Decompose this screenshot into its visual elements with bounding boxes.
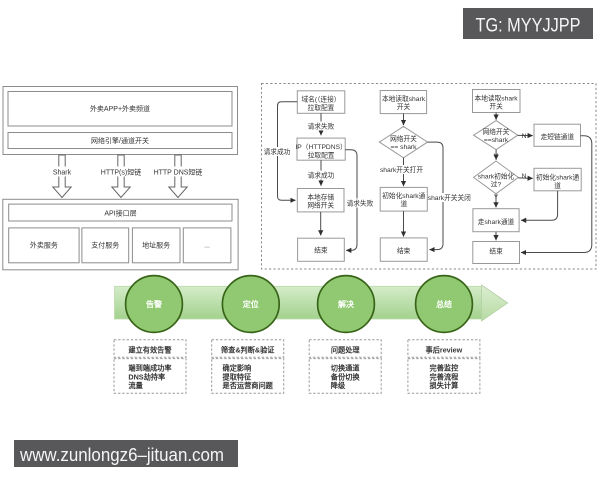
svg-text:请求失败: 请求失败: [308, 122, 335, 131]
svg-text:确定影响: 确定影响: [223, 364, 252, 373]
svg-text:拉取配置: 拉取配置: [308, 150, 335, 159]
svg-text:请求成功: 请求成功: [308, 171, 335, 180]
svg-text:开关: 开关: [397, 102, 411, 111]
svg-text:www.zunlongz6–jituan.com: www.zunlongz6–jituan.com: [19, 444, 224, 465]
svg-text:完善监控: 完善监控: [430, 364, 460, 373]
svg-text:N: N: [522, 173, 527, 180]
svg-text:总结: 总结: [436, 299, 452, 309]
svg-text:建立有效告警: 建立有效告警: [128, 345, 172, 354]
svg-text:==shark: ==shark: [484, 137, 509, 144]
svg-text:DNS劫持率: DNS劫持率: [128, 372, 165, 381]
svg-text:结束: 结束: [489, 247, 503, 256]
svg-text:是否运营商问题: 是否运营商问题: [222, 381, 274, 390]
svg-text:TG: MYYJJPP: TG: MYYJJPP: [476, 15, 581, 36]
svg-text:拉取配置: 拉取配置: [308, 103, 335, 112]
svg-text:Y: Y: [494, 153, 499, 160]
svg-text:N: N: [522, 133, 527, 140]
svg-text:完善流程: 完善流程: [430, 372, 460, 381]
svg-text:初始化shark通: 初始化shark通: [536, 173, 579, 182]
svg-text:shark开关关闭: shark开关关闭: [428, 193, 471, 202]
svg-text:降级: 降级: [331, 381, 346, 390]
svg-text:定位: 定位: [242, 299, 259, 309]
svg-text:域名(（连接）: 域名(（连接）: [301, 94, 340, 103]
svg-text:切换通道: 切换通道: [331, 364, 361, 373]
svg-text:请求成功: 请求成功: [264, 147, 291, 156]
svg-text:外卖APP+外卖频道: 外卖APP+外卖频道: [90, 104, 150, 113]
svg-text:道: 道: [400, 199, 407, 208]
svg-text:HTTP DNS短链: HTTP DNS短链: [154, 168, 203, 177]
svg-text:损失计算: 损失计算: [430, 381, 459, 390]
svg-text:道: 道: [554, 181, 561, 190]
svg-text:Y: Y: [494, 194, 499, 201]
svg-text:结束: 结束: [314, 246, 328, 255]
svg-text:支付服务: 支付服务: [91, 241, 119, 250]
svg-text:地址服务: 地址服务: [142, 241, 170, 250]
svg-text:本地存储: 本地存储: [307, 193, 334, 202]
svg-text:备份切换: 备份切换: [330, 372, 361, 381]
svg-text:shark开关打开: shark开关打开: [380, 165, 423, 174]
svg-text:流量: 流量: [128, 381, 143, 390]
svg-text:IP（HTTPDNS）: IP（HTTPDNS）: [295, 143, 346, 151]
svg-text:过?: 过?: [491, 180, 502, 189]
svg-text:Shark: Shark: [53, 170, 72, 177]
svg-text:开关: 开关: [489, 101, 503, 110]
svg-text:API接口层: API接口层: [104, 209, 136, 218]
svg-text:shark初始化: shark初始化: [478, 171, 515, 180]
svg-text:提取特征: 提取特征: [222, 372, 253, 381]
svg-text:== shark: == shark: [390, 144, 417, 151]
svg-text:请求失败: 请求失败: [347, 198, 374, 207]
svg-text:本地读取shark: 本地读取shark: [382, 94, 426, 103]
svg-text:网络开关: 网络开关: [307, 201, 334, 210]
svg-text:网络开关: 网络开关: [483, 127, 510, 136]
svg-text:走shark通道: 走shark通道: [478, 217, 515, 226]
svg-text:问题处理: 问题处理: [331, 345, 361, 354]
svg-text:筛查&判断&验证: 筛查&判断&验证: [221, 345, 275, 354]
svg-text:外卖服务: 外卖服务: [30, 241, 58, 250]
svg-text:端到端成功率: 端到端成功率: [128, 364, 171, 373]
svg-text:...: ...: [204, 243, 210, 250]
svg-text:走短链通道: 走短链通道: [541, 132, 575, 141]
svg-text:结束: 结束: [397, 246, 411, 255]
svg-text:网络引擎/通道开关: 网络引擎/通道开关: [91, 136, 149, 145]
svg-text:告警: 告警: [146, 299, 162, 309]
svg-text:事后review: 事后review: [426, 345, 463, 354]
svg-text:初始化shark通: 初始化shark通: [382, 191, 425, 200]
svg-text:本地读取shark: 本地读取shark: [475, 94, 519, 103]
svg-text:网络开关: 网络开关: [390, 134, 417, 143]
svg-text:解决: 解决: [338, 299, 355, 309]
svg-text:HTTP(s)短链: HTTP(s)短链: [101, 168, 141, 177]
